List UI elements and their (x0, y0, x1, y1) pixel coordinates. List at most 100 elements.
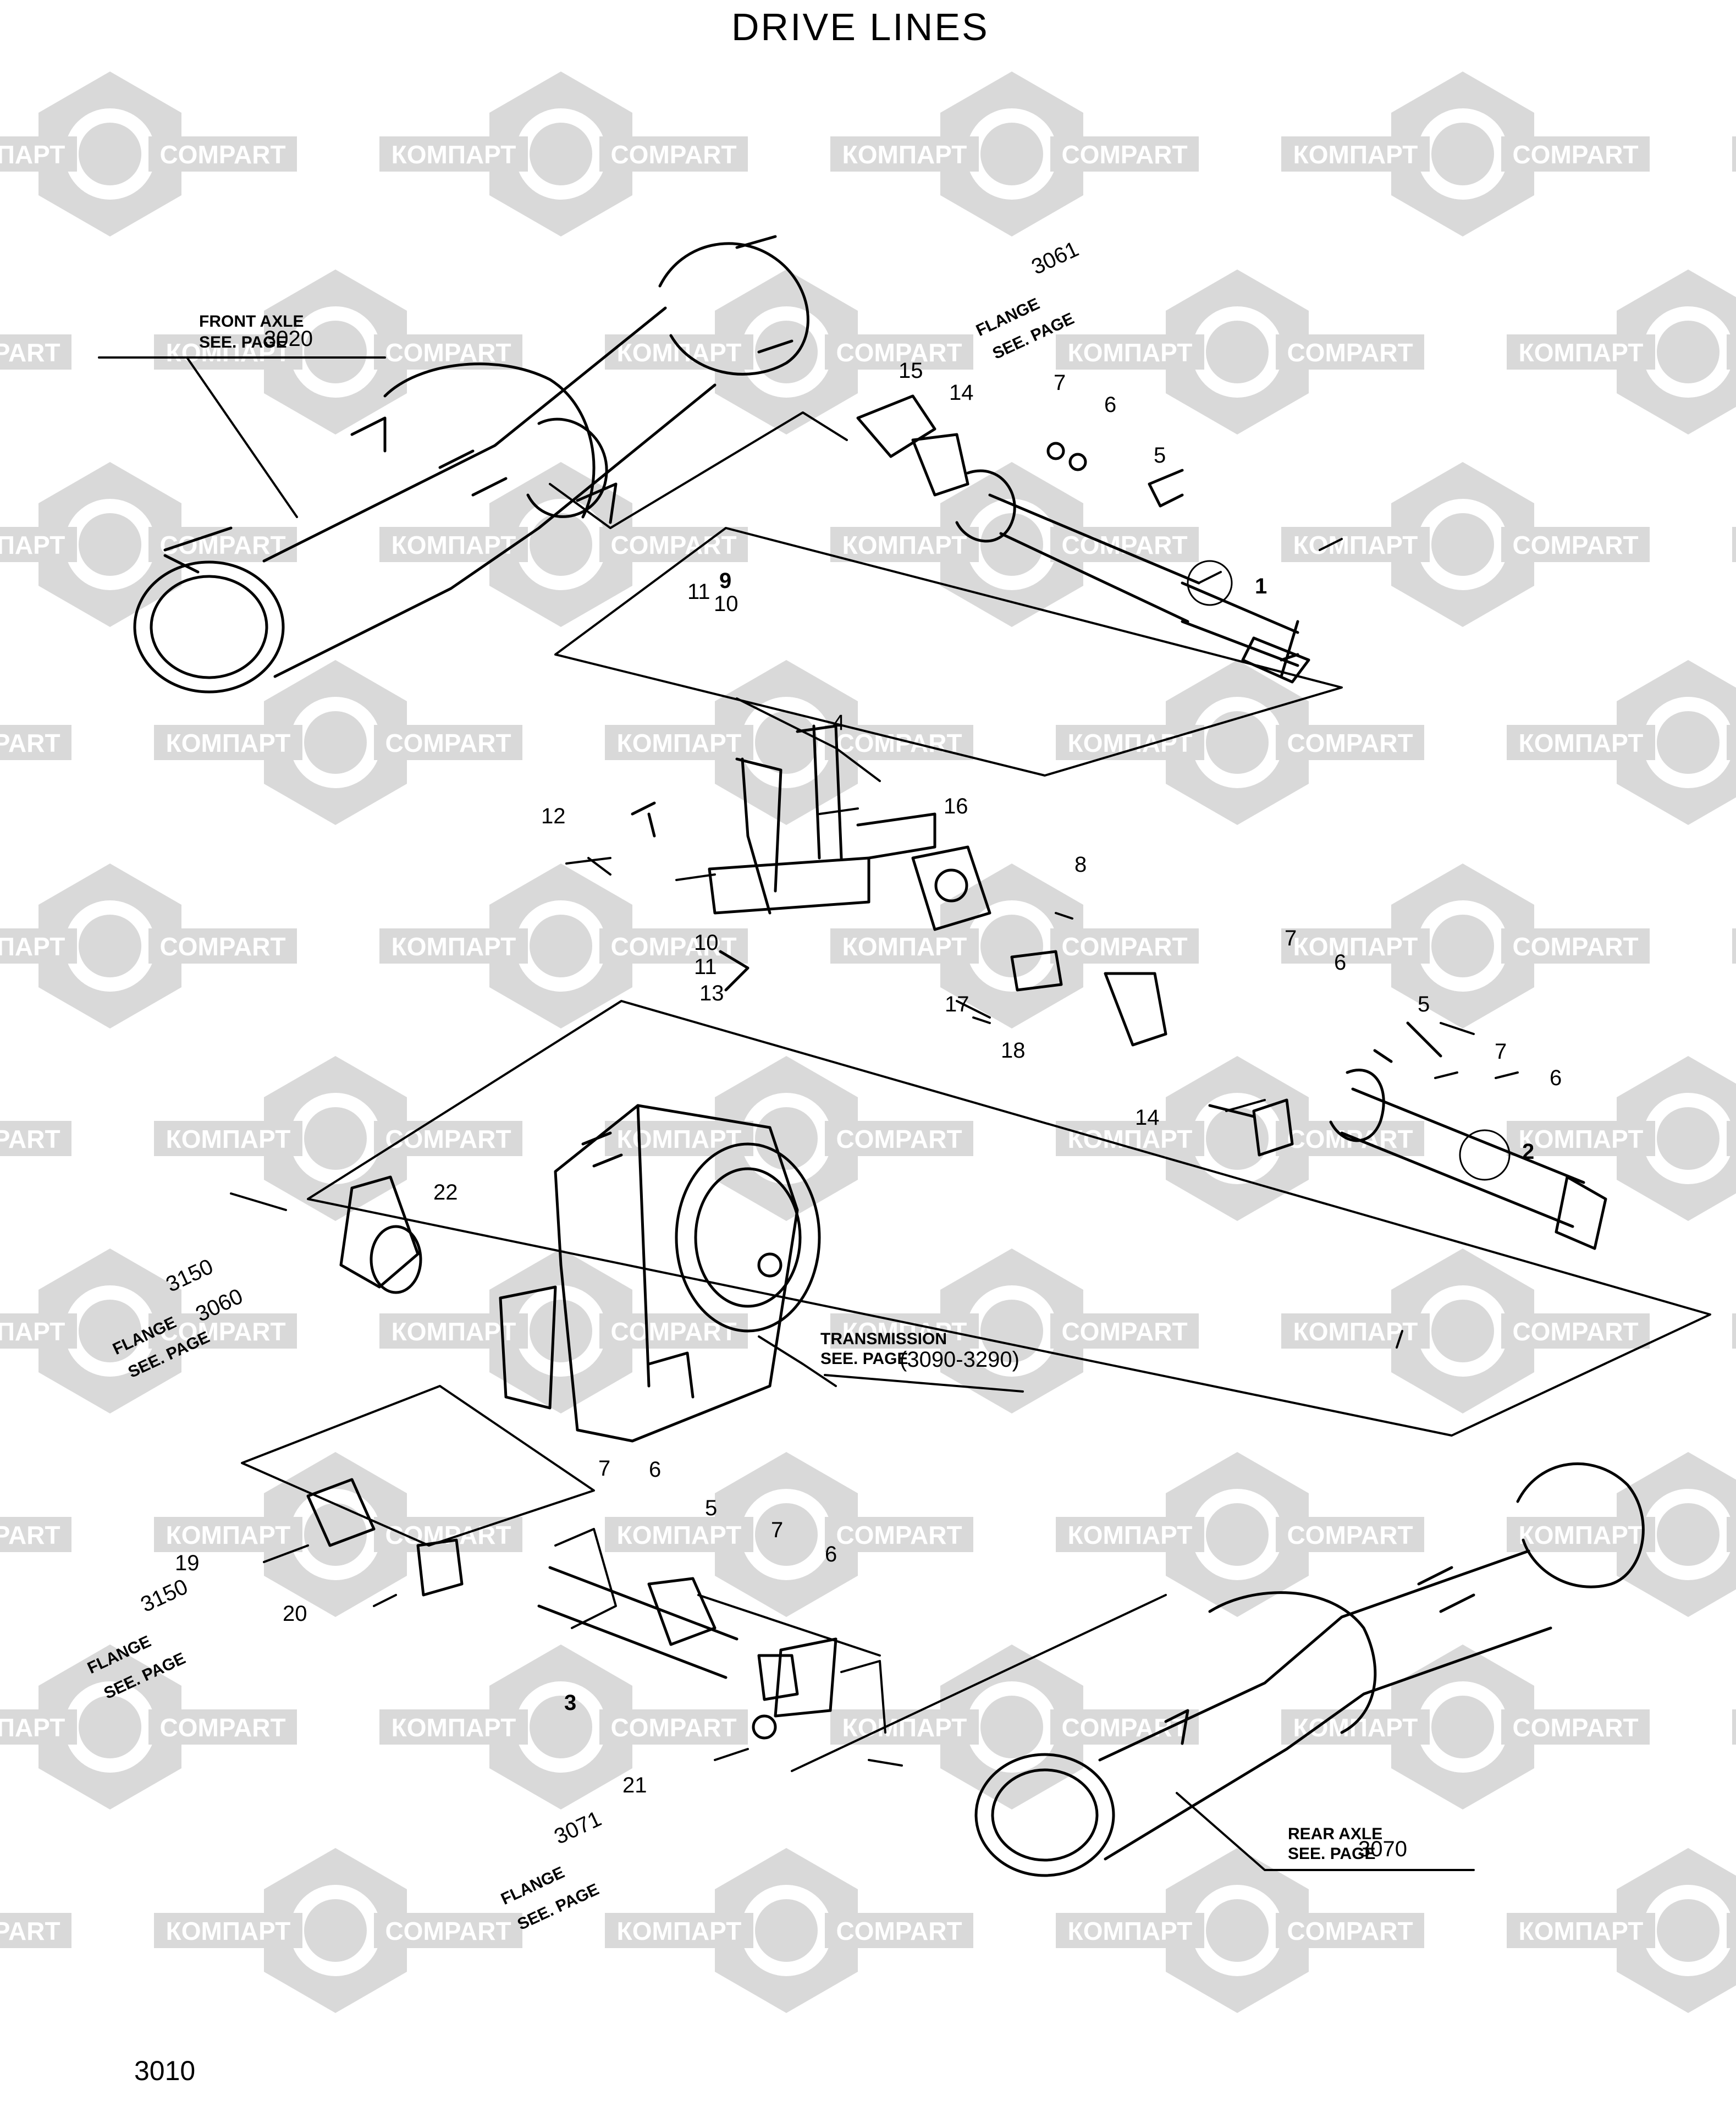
svg-text:COMPART: COMPART (1512, 1317, 1638, 1346)
svg-text:COMPART: COMPART (0, 1125, 60, 1153)
svg-text:COMPART: COMPART (836, 1917, 962, 1945)
callout-6-right-b: 6 (1550, 1066, 1562, 1090)
svg-text:КОМПАРТ: КОМПАРТ (1519, 1125, 1644, 1153)
front-axle-see-page: SEE. PAGE (199, 333, 287, 351)
watermark-tile: КОМПАРТ COMPART (605, 660, 973, 825)
watermark-tile: КОМПАРТ COMPART (605, 1848, 973, 2013)
svg-text:КОМПАРТ: КОМПАРТ (617, 729, 742, 757)
callout-5-right: 5 (1418, 992, 1430, 1016)
svg-text:КОМПАРТ: КОМПАРТ (1293, 1317, 1418, 1346)
svg-text:КОМПАРТ: КОМПАРТ (1519, 1521, 1644, 1549)
callout-10-top: 10 (714, 592, 739, 616)
callout-7-right-a: 7 (1285, 926, 1297, 950)
callout-13: 13 (699, 981, 724, 1005)
svg-text:COMPART: COMPART (159, 140, 285, 169)
center-bearing-bracket (631, 724, 1167, 1047)
svg-text:КОМПАРТ: КОМПАРТ (1293, 140, 1418, 169)
svg-text:COMPART: COMPART (1061, 1317, 1187, 1346)
svg-text:COMPART: COMPART (610, 140, 736, 169)
callout-6-bottom-b: 6 (825, 1542, 837, 1566)
svg-text:COMPART: COMPART (1512, 140, 1638, 169)
svg-text:COMPART: COMPART (610, 932, 736, 961)
svg-text:COMPART: COMPART (1287, 338, 1413, 367)
svg-text:COMPART: COMPART (0, 1917, 60, 1945)
watermark-tile: КОМПАРТ COMPART (1056, 270, 1424, 435)
drive-shaft-3 (306, 1478, 837, 1740)
svg-text:COMPART: COMPART (1512, 932, 1638, 961)
svg-text:КОМПАРТ: КОМПАРТ (1068, 1917, 1193, 1945)
callout-7-top: 7 (1054, 371, 1066, 395)
svg-text:COMPART: COMPART (1061, 140, 1187, 169)
callout-17: 17 (945, 992, 969, 1016)
svg-text:КОМПАРТ: КОМПАРТ (392, 140, 516, 169)
svg-text:КОМПАРТ: КОМПАРТ (166, 338, 291, 367)
svg-text:КОМПАРТ: КОМПАРТ (1519, 338, 1644, 367)
svg-text:КОМПАРТ: КОМПАРТ (617, 1521, 742, 1549)
svg-text:COMPART: COMPART (0, 1521, 60, 1549)
watermark-tile: КОМПАРТ COMPART (830, 72, 1199, 237)
callout-6-right-a: 6 (1334, 950, 1347, 975)
callout-7-bottom-a: 7 (598, 1456, 611, 1481)
outline-lines (98, 356, 1711, 1871)
svg-text:КОМПАРТ: КОМПАРТ (392, 1713, 516, 1742)
svg-text:КОМПАРТ: КОМПАРТ (617, 338, 742, 367)
svg-text:КОМПАРТ: КОМПАРТ (1293, 1713, 1418, 1742)
svg-text:COMPART: COMPART (159, 932, 285, 961)
svg-text:КОМПАРТ: КОМПАРТ (1068, 338, 1193, 367)
svg-text:КОМПАРТ: КОМПАРТ (166, 1125, 291, 1153)
svg-text:COMPART: COMPART (385, 1125, 511, 1153)
svg-text:COMPART: COMPART (1287, 729, 1413, 757)
callout-5-bottom: 5 (705, 1496, 718, 1520)
svg-text:COMPART: COMPART (1061, 932, 1187, 961)
svg-text:КОМПАРТ: КОМПАРТ (392, 531, 516, 559)
svg-text:КОМПАРТ: КОМПАРТ (842, 531, 967, 559)
svg-text:КОМПАРТ: КОМПАРТ (1519, 1917, 1644, 1945)
svg-text:КОМПАРТ: КОМПАРТ (617, 1917, 742, 1945)
svg-text:COMPART: COMPART (385, 338, 511, 367)
callout-7-right-b: 7 (1495, 1040, 1507, 1064)
callout-12: 12 (541, 804, 566, 828)
svg-text:КОМПАРТ: КОМПАРТ (0, 1317, 65, 1346)
svg-text:COMPART: COMPART (0, 729, 60, 757)
svg-text:COMPART: COMPART (836, 1125, 962, 1153)
callout-14-mid: 14 (1135, 1106, 1160, 1130)
svg-text:КОМПАРТ: КОМПАРТ (1293, 932, 1418, 961)
svg-text:КОМПАРТ: КОМПАРТ (166, 1917, 291, 1945)
callout-4: 4 (833, 711, 845, 735)
watermark-tile: КОМПАРТ COMPART (379, 72, 748, 237)
svg-text:COMPART: COMPART (836, 729, 962, 757)
svg-text:КОМПАРТ: КОМПАРТ (842, 140, 967, 169)
page-title: DRIVE LINES (731, 6, 989, 48)
rear-axle-label: REAR AXLE (1288, 1825, 1383, 1843)
callout-3: 3 (564, 1691, 577, 1715)
callout-11-top: 11 (687, 580, 710, 604)
svg-text:COMPART: COMPART (1287, 1521, 1413, 1549)
svg-text:КОМПАРТ: КОМПАРТ (842, 932, 967, 961)
callout-14-top: 14 (949, 381, 974, 405)
svg-text:COMPART: COMPART (159, 1713, 285, 1742)
